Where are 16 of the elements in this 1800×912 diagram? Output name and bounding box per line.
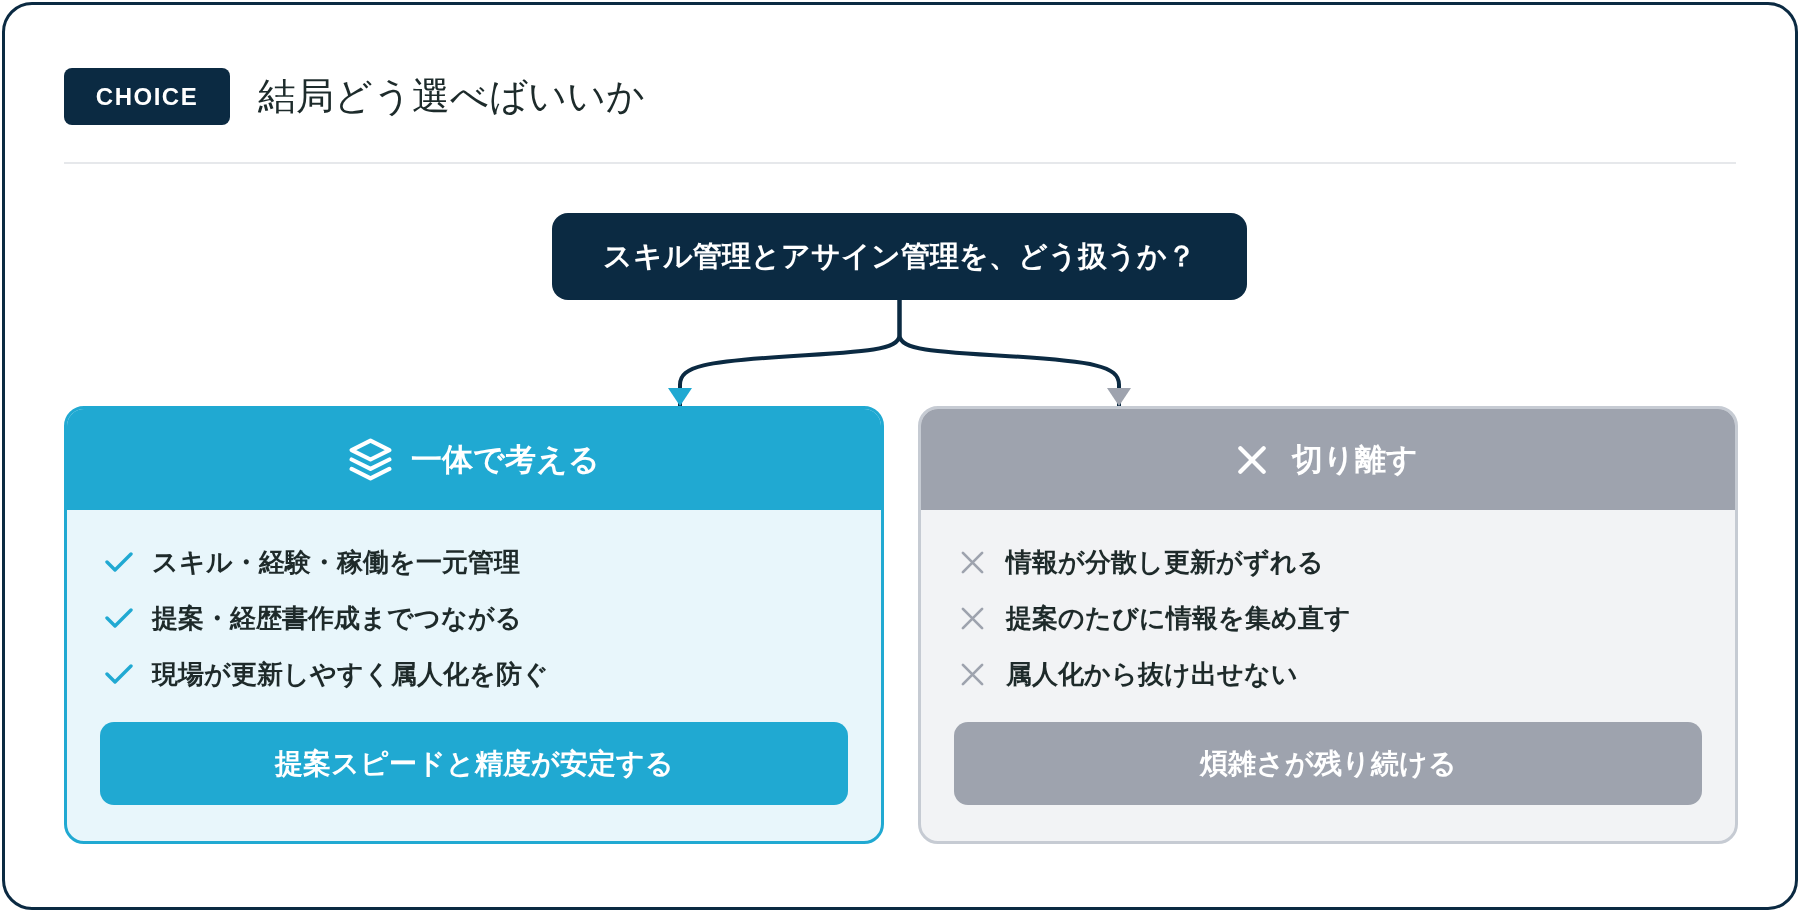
title: 結局どう選べばいいか (258, 74, 645, 119)
card-heading: 一体で考える (410, 440, 600, 479)
option-card (64, 406, 884, 844)
list-item: 現場が更新しやすく属人化を防ぐ (152, 657, 549, 691)
list-item: スキル・経験・稼働を一元管理 (152, 545, 520, 579)
result-bar: 煩雑さが残り続ける (954, 722, 1702, 805)
tag-badge: CHOICE (64, 68, 230, 125)
list-item: 提案・経歴書作成までつながる (152, 601, 522, 635)
arrow (897, 298, 1131, 408)
result-bar: 提案スピードと精度が安定する (100, 722, 848, 805)
list-item: 提案のたびに情報を集め直す (1006, 601, 1351, 635)
option-card (918, 406, 1738, 844)
list-item: 情報が分散し更新がずれる (1006, 545, 1324, 579)
list-item: 属人化から抜け出せない (1006, 657, 1298, 691)
card-heading: 切り離す (1292, 440, 1418, 479)
question-box: スキル管理とアサイン管理を、どう扱うか？ (552, 213, 1247, 300)
